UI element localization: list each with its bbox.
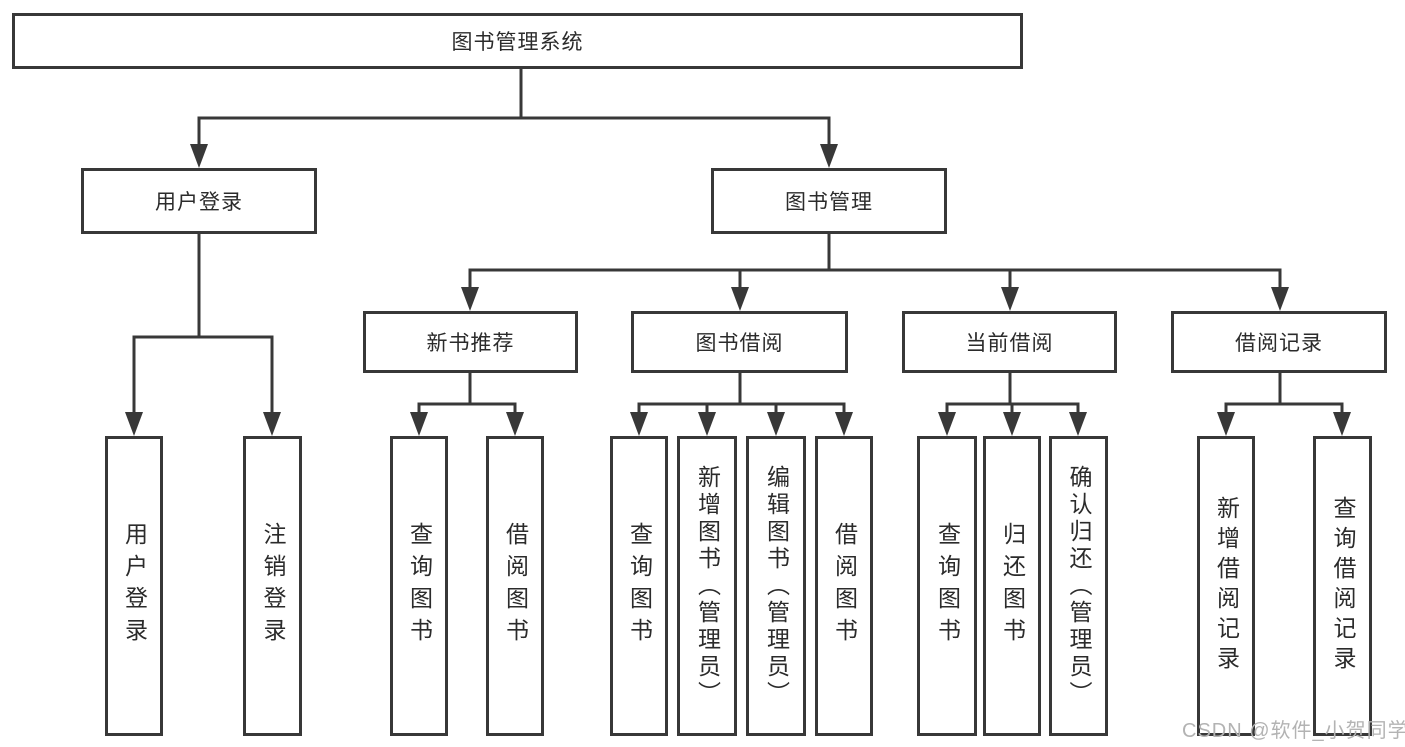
node-book-management: 图书管理 — [711, 168, 947, 234]
arrowhead-icon — [461, 287, 479, 311]
node-current-borrow: 当前借阅 — [902, 311, 1117, 373]
leaf-edit-book-admin: 编辑图书（管理员） — [746, 436, 806, 736]
leaf-query-borrow-record-label: 查询借阅记录 — [1330, 496, 1356, 676]
arrowhead-icon — [190, 144, 208, 168]
leaf-return-book: 归还图书 — [983, 436, 1041, 736]
node-book-management-label: 图书管理 — [785, 191, 873, 214]
arrowhead-icon — [1003, 412, 1021, 436]
node-new-book-recommend-label: 新书推荐 — [426, 332, 515, 355]
leaf-query-books-2-label: 查询图书 — [626, 522, 653, 650]
leaf-query-books-2: 查询图书 — [610, 436, 668, 736]
arrowhead-icon — [1271, 287, 1289, 311]
leaf-query-books-1-label: 查询图书 — [406, 522, 433, 650]
node-root: 图书管理系统 — [12, 13, 1023, 69]
leaf-confirm-return-admin-label: 确认归还（管理员） — [1066, 464, 1092, 708]
leaf-query-borrow-record: 查询借阅记录 — [1313, 436, 1372, 736]
leaf-add-book-admin-label: 新增图书（管理员） — [694, 464, 721, 708]
watermark: CSDN @软件_小贺同学 — [1182, 720, 1405, 742]
node-user-login: 用户登录 — [81, 168, 317, 234]
node-new-book-recommend: 新书推荐 — [363, 311, 578, 373]
node-current-borrow-label: 当前借阅 — [965, 332, 1054, 355]
node-root-label: 图书管理系统 — [451, 31, 584, 54]
leaf-add-borrow-record-label: 新增借阅记录 — [1213, 496, 1240, 676]
arrowhead-icon — [731, 287, 749, 311]
arrowhead-icon — [835, 412, 853, 436]
leaf-user-login-label: 用户登录 — [121, 522, 148, 650]
leaf-query-books-3-label: 查询图书 — [934, 522, 961, 650]
leaf-logout: 注销登录 — [243, 436, 302, 736]
arrowhead-icon — [938, 412, 956, 436]
leaf-add-borrow-record: 新增借阅记录 — [1197, 436, 1255, 736]
arrowhead-icon — [1333, 412, 1351, 436]
leaf-user-login: 用户登录 — [105, 436, 163, 736]
leaf-logout-label: 注销登录 — [260, 522, 286, 650]
leaf-query-books-1: 查询图书 — [390, 436, 448, 736]
leaf-query-books-3: 查询图书 — [917, 436, 977, 736]
arrowhead-icon — [1069, 412, 1087, 436]
arrowhead-icon — [1001, 287, 1019, 311]
leaf-borrow-books-2: 借阅图书 — [815, 436, 873, 736]
leaf-borrow-books-2-label: 借阅图书 — [831, 522, 858, 650]
arrowhead-icon — [630, 412, 648, 436]
leaf-return-book-label: 归还图书 — [999, 522, 1026, 650]
arrowhead-icon — [767, 412, 785, 436]
arrowhead-icon — [410, 412, 428, 436]
arrowhead-icon — [1217, 412, 1235, 436]
node-user-login-label: 用户登录 — [155, 191, 243, 214]
node-borrow-records-label: 借阅记录 — [1235, 332, 1323, 355]
arrowhead-icon — [263, 412, 281, 436]
node-book-borrow-label: 图书借阅 — [695, 332, 784, 355]
leaf-borrow-books-1: 借阅图书 — [486, 436, 544, 736]
leaf-borrow-books-1-label: 借阅图书 — [502, 522, 529, 650]
arrowhead-icon — [698, 412, 716, 436]
arrowhead-icon — [125, 412, 143, 436]
leaf-edit-book-admin-label: 编辑图书（管理员） — [763, 464, 790, 708]
leaf-confirm-return-admin: 确认归还（管理员） — [1049, 436, 1108, 736]
node-borrow-records: 借阅记录 — [1171, 311, 1387, 373]
node-book-borrow: 图书借阅 — [631, 311, 848, 373]
arrowhead-icon — [820, 144, 838, 168]
arrowhead-icon — [506, 412, 524, 436]
leaf-add-book-admin: 新增图书（管理员） — [677, 436, 737, 736]
